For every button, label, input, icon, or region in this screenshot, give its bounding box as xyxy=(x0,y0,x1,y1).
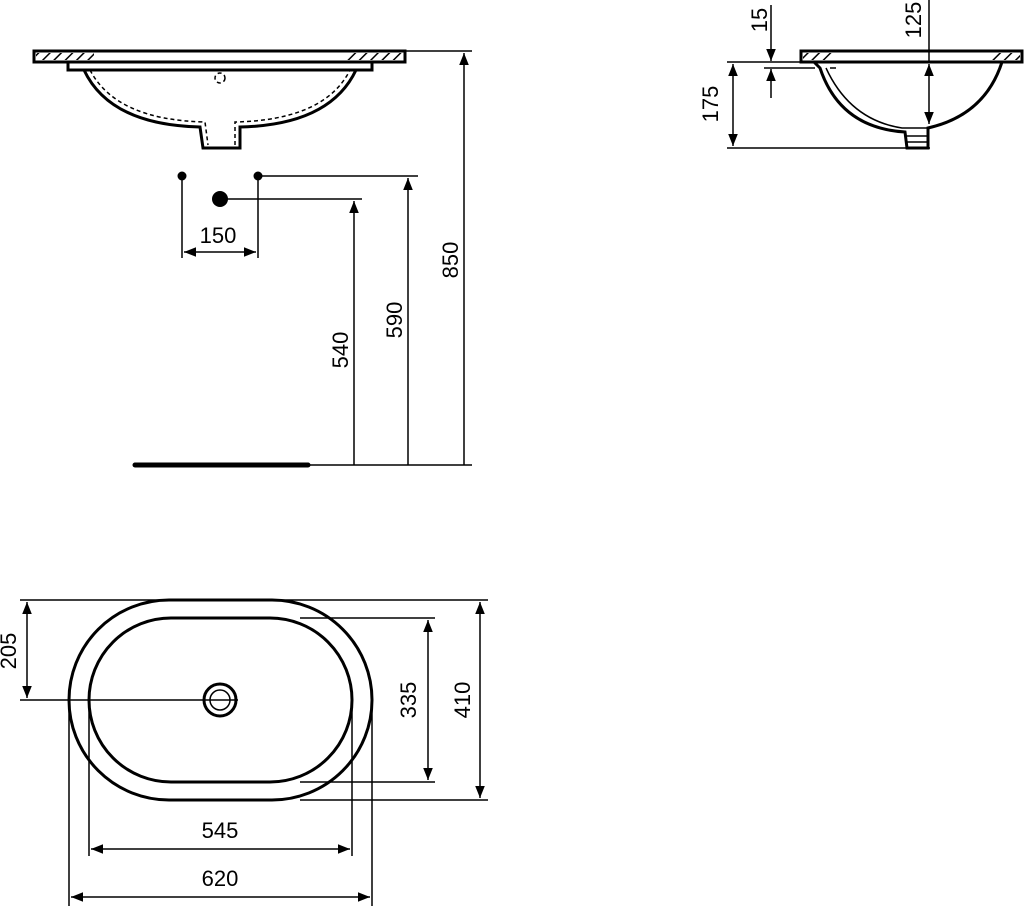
plan-view: 205 335 410 545 620 xyxy=(0,598,488,906)
basin-inner-hidden-line xyxy=(89,69,351,146)
dimension-label-545: 545 xyxy=(202,818,239,843)
basin-bowl xyxy=(82,69,358,150)
dimension-label-335: 335 xyxy=(396,682,421,719)
dimension-label-175: 175 xyxy=(698,86,723,123)
dimension-label-150: 150 xyxy=(200,223,237,248)
dimension-label-205: 205 xyxy=(0,633,21,670)
dimension-label-540: 540 xyxy=(328,332,353,369)
countertop-hatch-left xyxy=(36,53,94,60)
overflow-hole xyxy=(214,72,226,84)
dimension-label-15: 15 xyxy=(747,8,772,32)
countertop-hatch-right xyxy=(345,53,403,60)
dimension-label-125: 125 xyxy=(901,2,926,39)
dimension-label-850: 850 xyxy=(438,242,463,279)
dimension-label-590: 590 xyxy=(382,302,407,339)
front-view: 150 540 590 850 xyxy=(32,49,472,468)
side-bowl xyxy=(812,60,1004,150)
basin-flange xyxy=(66,60,374,72)
side-view: 175 15 125 xyxy=(698,0,1024,150)
dimension-label-620: 620 xyxy=(202,866,239,891)
side-countertop xyxy=(799,49,1024,64)
dimension-label-410: 410 xyxy=(450,682,475,719)
